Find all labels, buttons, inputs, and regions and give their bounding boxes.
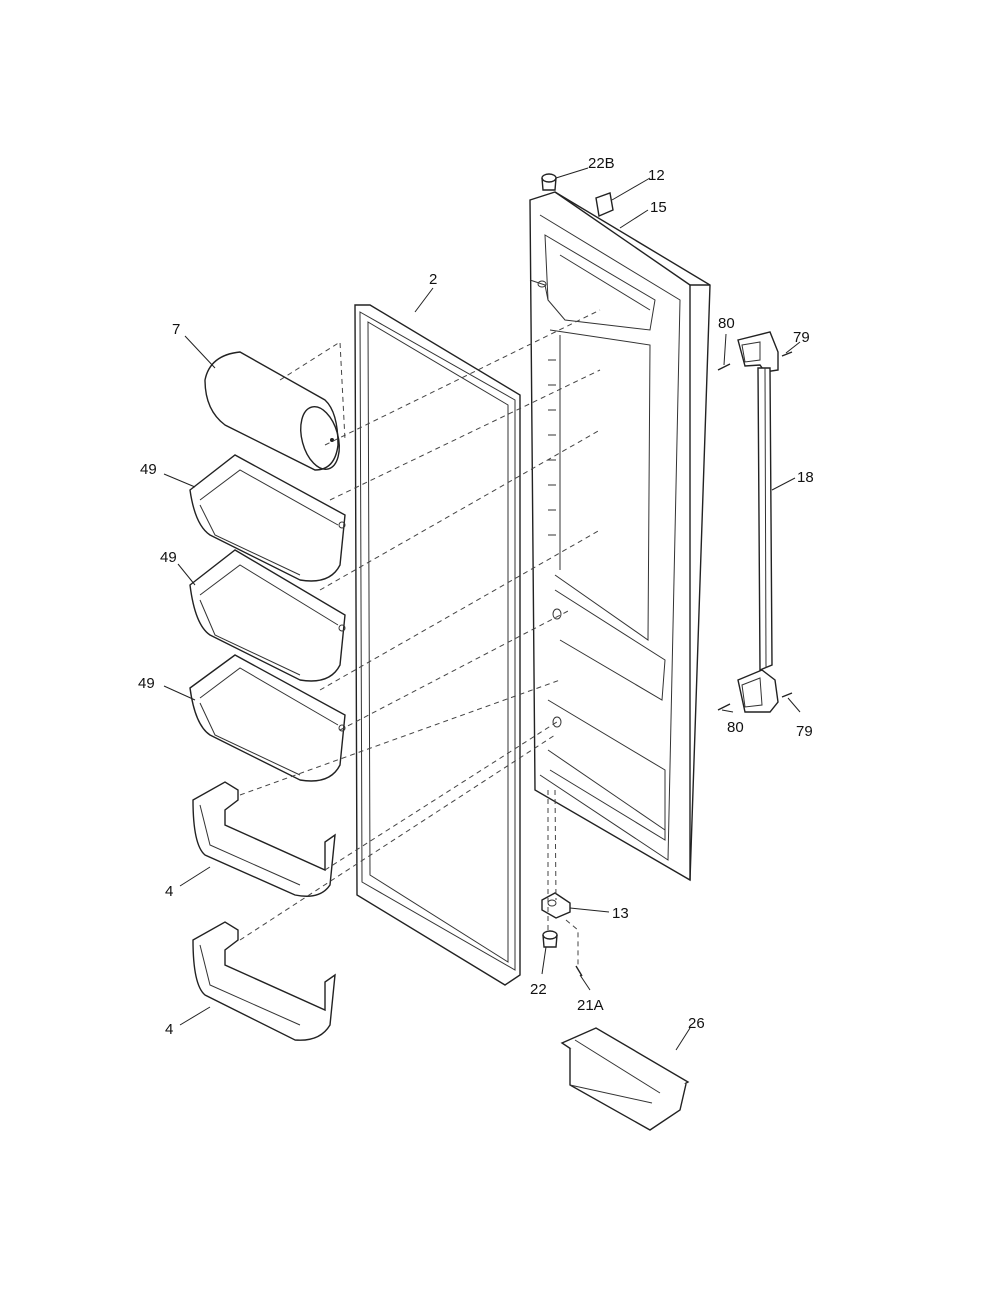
door-gasket [354,304,521,986]
label-7: 7 [172,321,180,338]
callout-labels: 22B 12 15 2 7 80 79 18 49 49 49 80 79 4 … [138,155,814,1038]
door-shelf-2 [192,921,336,1041]
explode-lines [239,309,601,966]
label-49-a: 49 [140,461,157,478]
door-panel [529,191,711,882]
butter-bin [560,1027,690,1131]
door-handle [737,331,779,713]
label-26: 26 [688,1015,705,1032]
label-22b: 22B [588,155,615,172]
door-bin-3 [189,654,346,782]
bottom-hinge [541,892,571,919]
door-shelf-1 [192,781,336,897]
label-22: 22 [530,981,547,998]
label-49-c: 49 [138,675,155,692]
label-80-bottom: 80 [727,719,744,736]
label-plate-12 [595,192,614,217]
screw-21a [575,965,583,977]
label-21a: 21A [577,997,604,1014]
label-13: 13 [612,905,629,922]
label-80-top: 80 [718,315,735,332]
label-2: 2 [429,271,437,288]
label-4-a: 4 [165,883,173,900]
label-15: 15 [650,199,667,216]
label-4-b: 4 [165,1021,173,1038]
label-79-bottom: 79 [796,723,813,740]
label-79-top: 79 [793,329,810,346]
screws [717,351,793,711]
label-49-b: 49 [160,549,177,566]
door-bin-1 [189,454,346,582]
cap-22b [541,173,557,191]
door-bin-2 [189,549,346,682]
label-18: 18 [797,469,814,486]
hinge-pin-22 [542,930,558,948]
leader-lines [163,167,801,1051]
dairy-container [204,351,340,471]
label-12: 12 [648,167,665,184]
